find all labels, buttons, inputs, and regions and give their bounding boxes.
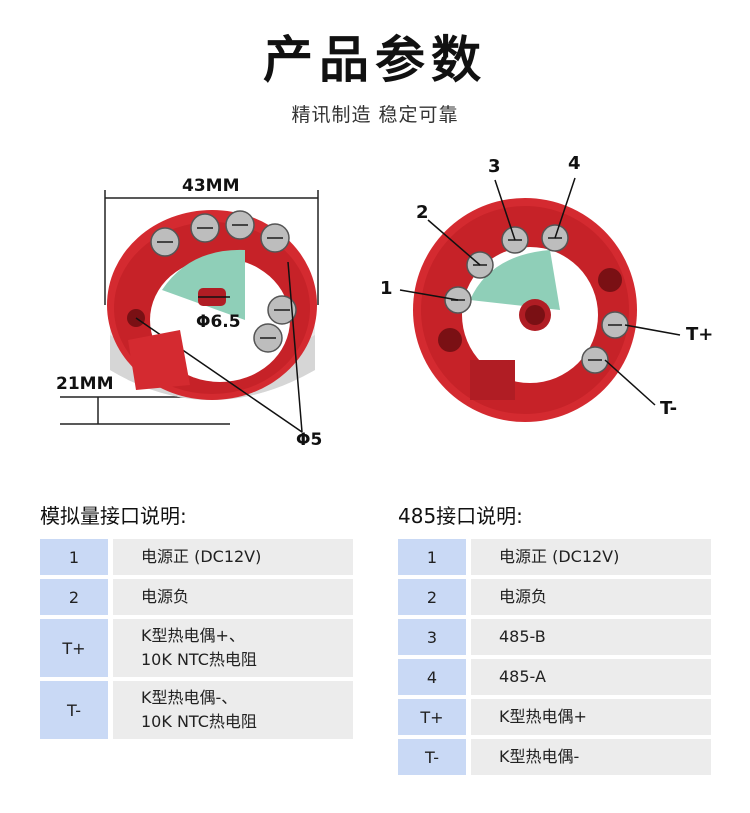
function-cell: 电源负 (108, 579, 353, 615)
terminal-leader-lines (399, 177, 681, 406)
pin-cell: T- (398, 739, 466, 775)
terminal-3-label: 3 (488, 156, 501, 177)
function-cell: K型热电偶-、 10K NTC热电阻 (108, 681, 353, 739)
table-row: 2 电源负 (398, 579, 711, 615)
pin-cell: 4 (398, 659, 466, 695)
page-subtitle: 精讯制造 稳定可靠 (291, 104, 459, 126)
pin-cell: T+ (398, 699, 466, 735)
table-row: 2 电源负 (40, 579, 353, 615)
function-cell: 485-A (466, 659, 711, 695)
terminal-tminus-label: T- (660, 398, 678, 419)
table-row: T+ K型热电偶+、 10K NTC热电阻 (40, 619, 353, 677)
function-cell: K型热电偶+、 10K NTC热电阻 (108, 619, 353, 677)
width-label: 43MM (182, 176, 240, 196)
height-label: 21MM (56, 374, 114, 394)
left-product-figure (60, 190, 319, 433)
pin-cell: T+ (40, 619, 108, 677)
function-cell: 电源正 (DC12V) (466, 539, 711, 575)
function-cell: 485-B (466, 619, 711, 655)
terminal-tplus-label: T+ (686, 324, 714, 345)
function-cell: K型热电偶- (466, 739, 711, 775)
pin-cell: 2 (398, 579, 466, 615)
analog-spec-table: 1 电源正 (DC12V) 2 电源负 T+ K型热电偶+、 10K NTC热电… (40, 535, 353, 743)
table-row: 1 电源正 (DC12V) (40, 539, 353, 575)
rs485-section-heading: 485接口说明: (398, 504, 523, 528)
width-dimension (104, 190, 319, 305)
page-title: 产品参数 (263, 31, 487, 89)
mount-hole (598, 268, 622, 292)
pin-cell: 1 (40, 539, 108, 575)
pin-cell: T- (40, 681, 108, 739)
terminal-2-label: 2 (416, 202, 429, 223)
table-row: 4 485-A (398, 659, 711, 695)
function-cell: 电源正 (DC12V) (108, 539, 353, 575)
table-row: T- K型热电偶- (398, 739, 711, 775)
analog-section-heading: 模拟量接口说明: (40, 504, 187, 528)
function-cell: K型热电偶+ (466, 699, 711, 735)
rs485-spec-table: 1 电源正 (DC12V) 2 电源负 3 485-B 4 485-A T+ K… (398, 535, 711, 779)
table-row: T+ K型热电偶+ (398, 699, 711, 735)
pin-cell: 1 (398, 539, 466, 575)
pin-cell: 3 (398, 619, 466, 655)
terminal-1-label: 1 (380, 278, 393, 299)
center-hole-label: Φ6.5 (196, 312, 241, 332)
mount-hole-label: Φ5 (296, 430, 323, 450)
table-row: T- K型热电偶-、 10K NTC热电阻 (40, 681, 353, 739)
function-cell: 电源负 (466, 579, 711, 615)
table-row: 1 电源正 (DC12V) (398, 539, 711, 575)
table-row: 3 485-B (398, 619, 711, 655)
terminal-4-label: 4 (568, 153, 581, 174)
mount-hole (438, 328, 462, 352)
height-dimension (60, 396, 230, 425)
pin-cell: 2 (40, 579, 108, 615)
